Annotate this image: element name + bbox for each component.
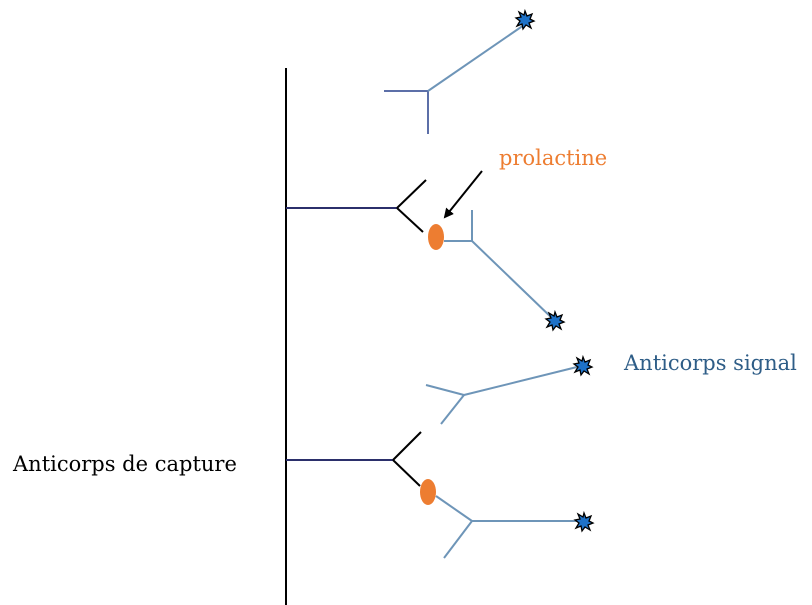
label-marker-3: [572, 354, 594, 377]
prolactine-pointer-arrow: [443, 170, 483, 219]
prolactine-label: prolactine: [499, 146, 608, 170]
capture-antibody-2: [286, 431, 422, 487]
capture-antibody-1: [286, 179, 427, 233]
capture-antibody-2-upper-arm: [392, 431, 422, 461]
capture-antibody-1-lower-arm: [396, 207, 424, 233]
free-signal-antibody-top-stem: [427, 24, 525, 92]
free-signal-antibody-middle-arm-lower: [440, 394, 465, 425]
anticorps-signal-label: Anticorps signal: [624, 351, 797, 375]
anticorps-capture-label: Anticorps de capture: [13, 452, 237, 476]
bound-signal-antibody-1-stem: [471, 240, 555, 321]
prolactin-molecule-1: [428, 224, 444, 250]
bound-signal-antibody-2: [435, 495, 583, 559]
label-marker-4: [573, 510, 595, 533]
bound-signal-antibody-2-arm-lower: [443, 520, 473, 559]
free-signal-antibody-top: [384, 24, 525, 134]
bound-signal-antibody-1: [444, 210, 555, 321]
free-signal-antibody-middle: [425, 365, 582, 425]
capture-antibody-2-lower-arm: [392, 459, 421, 487]
free-signal-antibody-middle-stem: [463, 365, 582, 396]
bound-signal-antibody-2-arm-upper: [435, 495, 473, 522]
free-signal-antibody-middle-arm-upper: [425, 384, 465, 396]
capture-antibody-1-upper-arm: [396, 179, 427, 209]
prolactin-molecule-2: [420, 479, 436, 505]
label-marker-2: [544, 309, 566, 332]
label-marker-1: [514, 8, 536, 31]
